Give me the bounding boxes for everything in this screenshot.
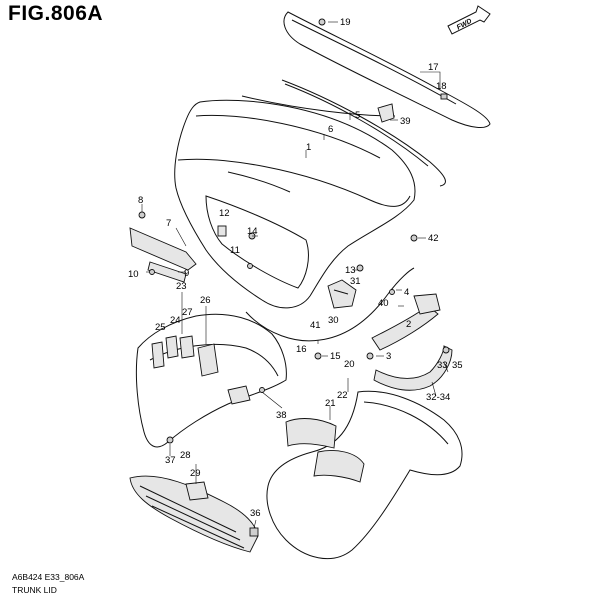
callout-13: 13 — [345, 265, 356, 276]
trim-pocket-26 — [197, 343, 219, 377]
callout-33: 33 — [437, 360, 448, 371]
rear-spoiler — [283, 11, 491, 128]
trim-panel-7 — [129, 227, 197, 271]
clip-29 — [185, 481, 209, 501]
rear-sill-ribs — [139, 485, 245, 549]
callout-30: 30 — [328, 315, 339, 326]
callout-28: 28 — [180, 450, 191, 461]
callout-18: 18 — [436, 81, 447, 92]
callout-17: 17 — [428, 62, 439, 73]
trim-piece-lower — [227, 385, 251, 405]
callout-39: 39 — [400, 116, 411, 127]
clip-10-icon — [149, 269, 155, 275]
callout-16: 16 — [296, 344, 307, 355]
trim-insert-21 — [285, 418, 337, 449]
spoiler-nut-icon — [318, 18, 326, 26]
bracket-39 — [377, 103, 395, 123]
callout-23: 23 — [176, 281, 187, 292]
bolt-15-icon — [314, 352, 322, 360]
fwd-arrow-icon: FWD — [447, 5, 491, 35]
latch-screw-icon — [356, 264, 364, 272]
clip-36-icon — [249, 527, 259, 537]
callout-12: 12 — [219, 208, 230, 219]
callout-25: 25 — [155, 322, 166, 333]
spoiler-edge — [291, 19, 457, 105]
clip-8-icon — [138, 211, 146, 219]
callout-22: 22 — [337, 390, 348, 401]
nut-33-icon — [442, 346, 450, 354]
clip-37-icon — [166, 436, 174, 444]
trunk-lid-brake-light — [227, 171, 291, 193]
weatherstrip-inner — [284, 83, 429, 167]
trim-pocket-24 — [165, 335, 179, 359]
callout-4: 4 — [404, 287, 409, 298]
callout-27: 27 — [182, 307, 193, 318]
callout-21: 21 — [325, 398, 336, 409]
callout-5: 5 — [355, 110, 360, 121]
callout-42: 42 — [428, 233, 439, 244]
latch-assembly — [327, 279, 357, 309]
trunk-lid — [174, 99, 416, 309]
callout-31: 31 — [350, 276, 361, 287]
weatherstrip — [281, 79, 446, 187]
trim-pocket-25 — [151, 341, 165, 369]
callout-38: 38 — [276, 410, 287, 421]
hinge-arm-2 — [371, 293, 441, 351]
callout-24: 24 — [170, 315, 181, 326]
figure-name: TRUNK LID — [12, 585, 57, 595]
trim-insert-22 — [313, 450, 365, 483]
callout-10: 10 — [128, 269, 139, 280]
trim-pocket-27 — [179, 335, 195, 359]
callout-14: 14 — [247, 226, 258, 237]
callout-15: 15 — [330, 351, 341, 362]
callout-40: 40 — [378, 298, 389, 309]
callout-3: 3 — [386, 351, 391, 362]
callout-19: 19 — [340, 17, 351, 28]
clip-11-icon — [247, 263, 253, 269]
bolt-4-icon — [389, 289, 395, 295]
callout-32-34: 32-34 — [426, 392, 450, 403]
emblem-12 — [217, 225, 227, 237]
callout-29: 29 — [190, 468, 201, 479]
spoiler-clip-icon — [440, 93, 448, 100]
bolt-42-icon — [410, 234, 418, 242]
bolt-3-icon — [366, 352, 374, 360]
callout-11: 11 — [230, 245, 240, 256]
callout-41: 41 — [310, 320, 321, 331]
callout-35: 35 — [452, 360, 463, 371]
right-side-trim-edge — [363, 401, 449, 445]
callout-26: 26 — [200, 295, 211, 306]
release-cable-16 — [245, 267, 415, 342]
callout-20: 20 — [344, 359, 355, 370]
callout-8: 8 — [138, 195, 143, 206]
figure-title: FIG.806A — [8, 2, 104, 25]
trunk-lid-crease — [177, 158, 411, 207]
trunk-lid-lip — [195, 114, 381, 159]
callout-7: 7 — [166, 218, 171, 229]
callout-6: 6 — [328, 124, 333, 135]
left-side-trim — [135, 313, 287, 448]
callout-2: 2 — [406, 319, 411, 330]
trunk-lid-license-recess — [205, 195, 309, 289]
garnish-9 — [147, 261, 187, 283]
hinge-arm-32-34 — [373, 345, 453, 391]
figure-code: A6B424 E33_806A — [12, 572, 85, 582]
clip-38-icon — [259, 387, 265, 393]
callout-9: 9 — [184, 268, 189, 279]
fwd-label: FWD — [456, 18, 473, 32]
callout-1: 1 — [306, 142, 311, 153]
callout-37: 37 — [165, 455, 176, 466]
leader-lines — [141, 21, 449, 529]
right-side-trim — [266, 390, 463, 560]
callout-36: 36 — [250, 508, 261, 519]
